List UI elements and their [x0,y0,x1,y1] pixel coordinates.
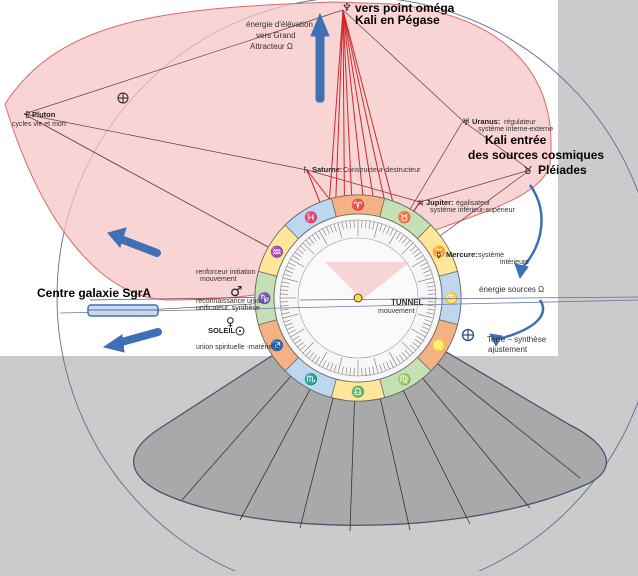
jupiter-desc2: système inférieur-supérieur [430,207,515,214]
jupiter-label: Jupiter: [426,198,454,207]
centre-galaxie-label: Centre galaxie SgrA [37,286,151,300]
saturne-label: Saturne: [312,165,342,174]
zodiac-sign-glyph: ♓ [304,211,318,224]
renforceur-line1: renforceur initiation [196,269,256,276]
galaxy-center-cylinder [88,305,158,316]
zodiac-sign-glyph: ♒ [270,245,284,258]
pluton-label: Pluton [32,110,56,119]
neptune-icon: ♆ [342,1,352,14]
mercure-label: Mercure: [446,250,478,259]
omega-label-line2: Kali en Pégase [355,13,440,27]
sun-center-marker [354,294,362,302]
zodiac-sign-glyph: ♈ [351,199,365,212]
pluto-icon: ♇ [24,111,32,121]
mars-desc2: unificateur, synthèse [196,305,260,312]
jupiter-desc1: égalisateur [456,200,491,207]
renforceur-line2: mouvement [200,276,237,283]
mercure-desc1: système [478,252,504,259]
uranus-icon: ♅ [462,118,470,128]
taurus-icon: ♉ [523,164,533,177]
uranus-desc2: système interne-externe [478,126,553,133]
terre-label-line1: Terre – synthèse [487,335,547,344]
crosshair-top-icon [118,93,128,103]
energie-label-line2: vers Grand [256,31,296,40]
up-arrow-shaft [316,32,324,102]
energie-sources-label: énergie sources Ω [479,285,544,294]
sun-icon-dot [239,330,241,332]
zodiac-sign-glyph: ♌ [432,339,446,352]
kali-label-line1: Kali entrée [485,133,547,147]
kali-label-line2: des sources cosmiques [468,148,604,162]
mercury-icon: ☿ [436,251,442,261]
zodiac-sign-glyph: ♍ [398,373,412,386]
mercure-desc2: intérieure [500,259,529,266]
pluton-sub-label: cycles vie et mort [12,121,66,128]
uranus-label: Uranus: [472,117,500,126]
union-spirituelle-label: union spirituelle -matérielle [196,344,279,351]
saturne-desc: Constructeur-destructeur [343,167,421,174]
zodiac-sign-glyph: ♉ [398,211,412,224]
zodiac-sign-glyph: ♎ [351,386,365,399]
energie-label-line3: Attracteur Ω [250,42,293,51]
kali-label-line3: Pléiades [538,163,587,177]
mouvement-label: mouvement [378,308,415,315]
tunnel-label: TUNNEL [391,298,424,307]
saturn-icon: ♄ [302,166,310,176]
jupiter-icon: ♃ [416,199,424,209]
mars-desc1: reconnaissance union [196,298,264,305]
uranus-desc1: régulateur [504,119,536,126]
zodiac-sign-glyph: ♏ [304,373,318,386]
venus-icon: ♀ [226,315,235,329]
earth-icon [463,330,474,341]
terre-label-line2: ajustement [488,345,528,354]
energie-label-line1: énergie d'élévation [246,20,313,29]
